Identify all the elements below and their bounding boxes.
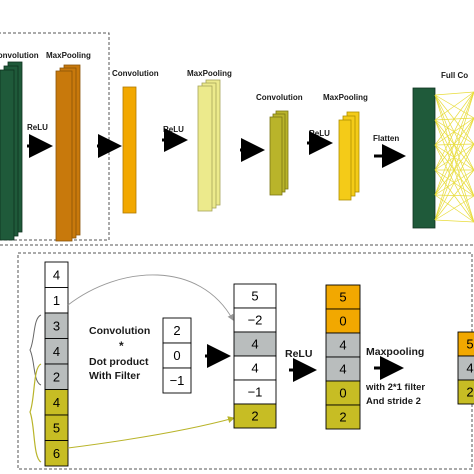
- fc-connection: [434, 91, 474, 96]
- relu-output-value: 0: [339, 386, 346, 401]
- filter-value: 0: [173, 348, 180, 363]
- relu-output-cell: [325, 404, 361, 430]
- maxpool-stride-note: And stride 2: [366, 396, 421, 407]
- relu-label-1: ReLU: [27, 123, 48, 132]
- conv-output-value: 4: [251, 337, 258, 352]
- relu-output-value: 4: [339, 338, 346, 353]
- fc-connection: [434, 119, 474, 197]
- pooled-maps-2: [197, 79, 221, 212]
- convolution-label-2: Convolution: [112, 69, 159, 78]
- filter-cell: [162, 367, 192, 394]
- pooled-output-cell: [457, 379, 474, 405]
- relu-output-value: 5: [339, 290, 346, 305]
- maxpooling-label-1: MaxPooling: [46, 51, 91, 60]
- fully-connected-label: Full Co: [441, 71, 468, 80]
- relu-output-column: 5 0 4 4 0 2: [325, 284, 361, 430]
- conv-output-value: −2: [248, 313, 263, 328]
- conv-output-cell: [233, 307, 277, 333]
- relu-label-3: ReLU: [309, 129, 330, 138]
- pooled-output-value: 4: [466, 361, 473, 376]
- filter-value: −1: [170, 373, 185, 388]
- pooled-output-column: 5 4 2: [457, 331, 474, 405]
- relu-output-value: 4: [339, 362, 346, 377]
- relu-output-value: 0: [339, 314, 346, 329]
- fc-connection: [434, 91, 474, 171]
- top-architecture: Convolution MaxPooling ReLU Convolution …: [0, 32, 474, 246]
- fc-connection: [434, 219, 474, 223]
- fc-connection: [434, 143, 474, 221]
- curve-arrow-top: [67, 274, 234, 321]
- fc-connection: [434, 195, 474, 221]
- conv-maps-2: [122, 86, 137, 214]
- relu-label-2: ReLU: [163, 125, 184, 134]
- pooled-maps-3: [338, 111, 360, 201]
- input-feature-maps: [0, 61, 23, 241]
- fc-connection: [434, 144, 474, 223]
- with-filter-label: With Filter: [89, 370, 140, 382]
- fc-connection: [434, 144, 474, 197]
- maxpooling-label-3: MaxPooling: [323, 93, 368, 102]
- fc-connection: [434, 91, 474, 221]
- conv-output-cell: [233, 379, 277, 405]
- maxpooling-label-2: MaxPooling: [187, 69, 232, 78]
- fc-connection: [434, 119, 474, 145]
- first-stage-frame: [0, 32, 110, 241]
- dot-product-label: Dot product: [89, 356, 149, 368]
- input-value: 3: [53, 318, 60, 333]
- fc-connection: [434, 169, 474, 221]
- convolution-label-3: Convolution: [256, 93, 303, 102]
- input-cell: [44, 440, 69, 467]
- curve-arrow-bottom: [67, 416, 235, 449]
- fc-connection: [434, 91, 474, 146]
- conv-output-value: 5: [251, 289, 258, 304]
- conv-output-value: 4: [251, 361, 258, 376]
- conv-output-cell: [233, 283, 277, 309]
- filter-value: 2: [173, 323, 180, 338]
- brace-window-2: [29, 363, 42, 463]
- input-value: 4: [53, 267, 60, 282]
- maxpooling-op-label: Maxpooling: [366, 346, 424, 358]
- flatten-vector: [412, 87, 436, 229]
- filter-cell: [162, 342, 192, 369]
- fc-connection: [434, 169, 474, 197]
- conv-maps-3: [269, 110, 289, 196]
- input-value: 4: [53, 344, 60, 359]
- brace-window-1: [29, 314, 42, 386]
- conv-output-value: 2: [251, 409, 258, 424]
- relu-output-cell: [325, 332, 361, 358]
- bottom-example: 4 1 3 4 2 4 5 6 Convolution * Dot product With …: [17, 252, 474, 470]
- fc-connection: [434, 91, 474, 196]
- conv-output-column: 5 −2 4 4 −1 2: [233, 283, 277, 429]
- input-value: 4: [53, 395, 60, 410]
- input-column: 4 1 3 4 2 4 5 6: [44, 261, 69, 467]
- relu-output-value: 2: [339, 410, 346, 425]
- flatten-label: Flatten: [373, 134, 399, 143]
- input-value: 2: [53, 369, 60, 384]
- fc-connection: [434, 144, 474, 171]
- relu-output-cell: [325, 308, 361, 334]
- pooled-output-value: 2: [466, 385, 473, 400]
- filter-cell: [162, 317, 192, 344]
- convolution-op-label: Convolution: [89, 325, 150, 337]
- fc-connection: [434, 117, 474, 221]
- input-value: 5: [53, 420, 60, 435]
- pooled-maps-1: [55, 64, 81, 242]
- conv-output-cell: [233, 331, 277, 357]
- pooled-output-value: 5: [466, 337, 473, 352]
- fc-connection: [434, 94, 474, 171]
- convolution-label-1: Convolution: [0, 51, 39, 60]
- relu-op-label: ReLU: [285, 348, 312, 360]
- fc-connection: [434, 119, 474, 171]
- conv-output-value: −1: [248, 385, 263, 400]
- relu-output-cell: [325, 356, 361, 382]
- maxpool-filter-note: with 2*1 filter: [365, 382, 425, 393]
- fc-connection: [434, 91, 474, 121]
- star-symbol: *: [119, 339, 124, 353]
- filter-column: 2 0 −1: [162, 317, 192, 394]
- input-value: 1: [53, 293, 60, 308]
- input-value: 6: [53, 446, 60, 461]
- fully-connected-connections: [434, 91, 474, 223]
- conv-output-cell: [233, 403, 277, 429]
